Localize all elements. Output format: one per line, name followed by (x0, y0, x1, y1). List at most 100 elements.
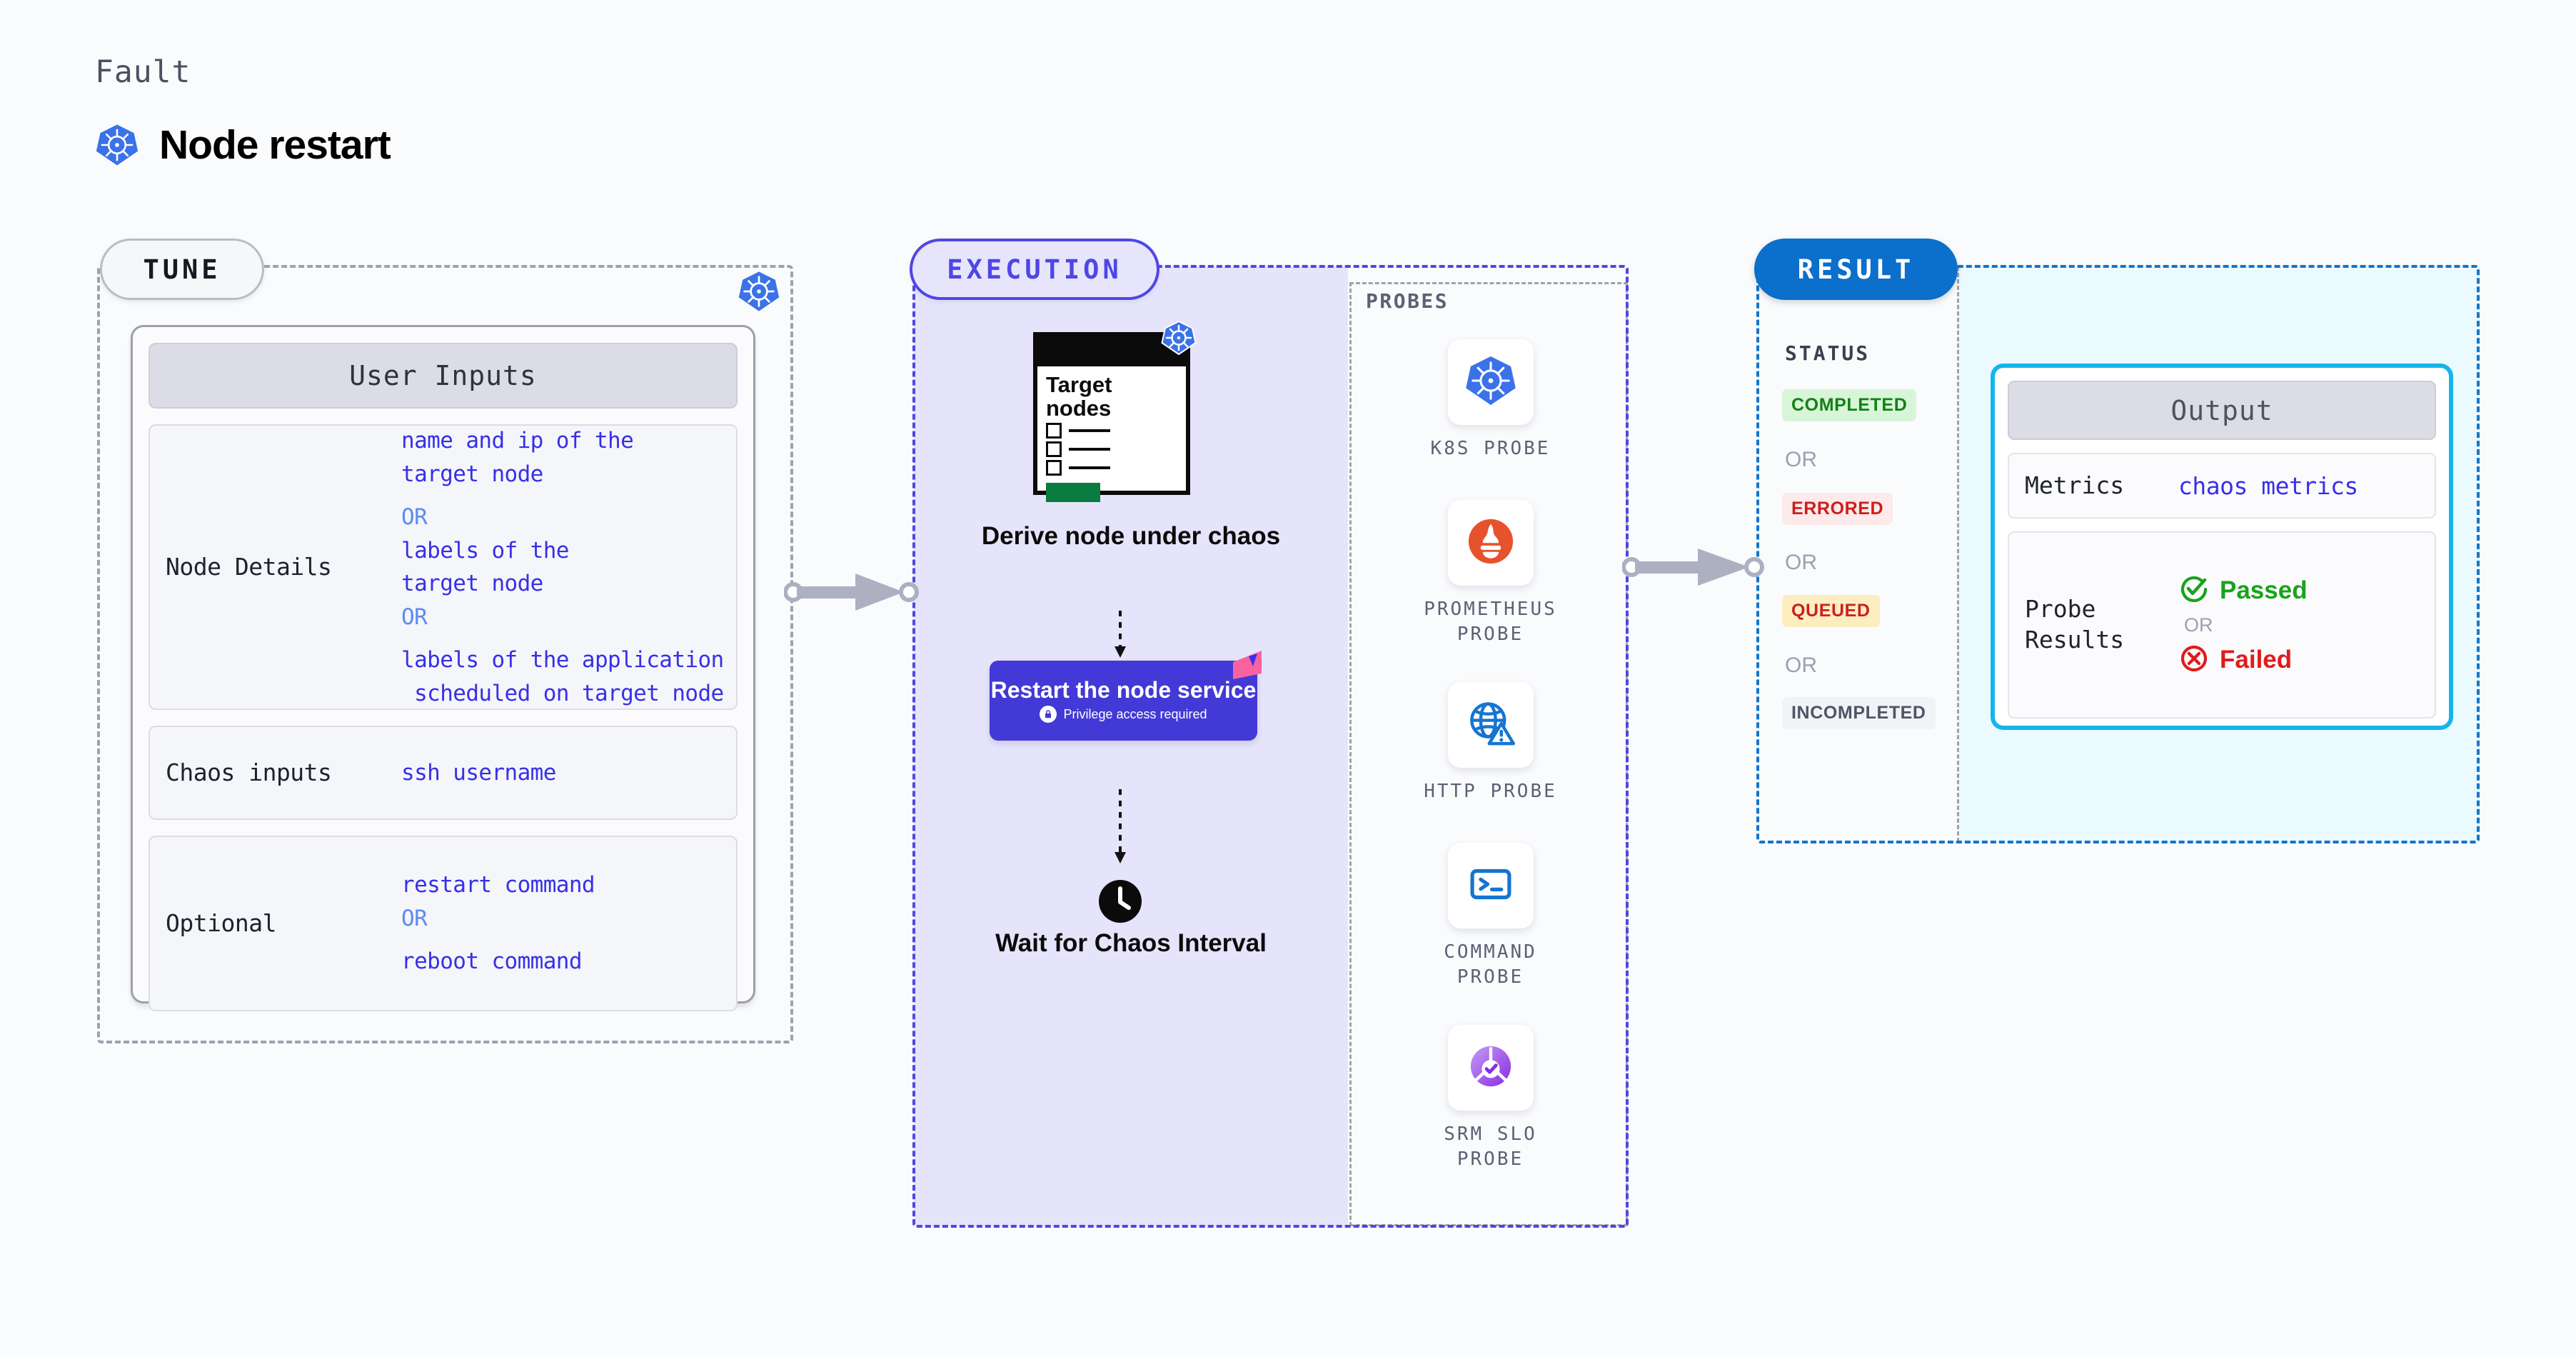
privilege-note-text: Privilege access required (1063, 706, 1207, 721)
input-values: name and ip of the target node OR labels… (401, 424, 724, 710)
status-badge-errored: ERRORED (1782, 493, 1893, 525)
privilege-note: Privilege access required (1040, 706, 1207, 723)
check-circle-icon (2178, 574, 2210, 608)
lock-icon (1040, 706, 1057, 723)
probe-label: SRM SLO PROBE (1444, 1123, 1537, 1171)
or-separator: OR (401, 905, 428, 931)
placeholder-line (1069, 448, 1110, 451)
probes-title: PROBES (1366, 289, 1449, 313)
input-values: ssh username (401, 756, 556, 790)
probe-item-prometheus[interactable]: PROMETHEUS PROBE (1421, 500, 1560, 647)
value-text: restart command (401, 872, 595, 898)
status-badge-completed: COMPLETED (1782, 389, 1917, 421)
user-inputs-title: User Inputs (149, 343, 738, 409)
status-badge-queued: QUEUED (1782, 595, 1880, 627)
user-inputs-card: User Inputs Node Details name and ip of … (131, 325, 755, 1011)
fault-eyebrow: Fault (95, 54, 191, 90)
probe-failed-label: Failed (2220, 645, 2293, 674)
output-row-metrics: Metrics chaos metrics (2008, 453, 2436, 519)
output-value: chaos metrics (2178, 471, 2358, 500)
or-separator: OR (401, 504, 428, 530)
restart-step-title: Restart the node service (990, 676, 1257, 703)
probe-item-http[interactable]: HTTP PROBE (1421, 682, 1560, 804)
checkbox-icon (1046, 441, 1062, 458)
clock-icon (1097, 878, 1143, 927)
probe-label: HTTP PROBE (1424, 781, 1557, 802)
checkbox-icon (1046, 460, 1062, 476)
value-text: labels of the (401, 537, 569, 564)
probe-item-srm-slo[interactable]: SRM SLO PROBE (1421, 1025, 1560, 1172)
kubernetes-icon (1464, 354, 1517, 410)
probe-tile (1447, 1025, 1534, 1111)
probe-result-values: Passed OR Failed (2178, 574, 2308, 677)
probe-passed-label: Passed (2220, 576, 2308, 604)
or-separator: OR (2184, 614, 2213, 636)
target-nodes-title: Target nodes (1037, 366, 1186, 420)
tab-tune[interactable]: TUNE (100, 239, 264, 300)
value-text: name and ip of the (401, 428, 634, 454)
probe-tile (1447, 682, 1534, 768)
globe-warning-icon (1464, 697, 1517, 753)
input-label: Chaos inputs (166, 758, 332, 786)
flag-ribbon-icon (1230, 651, 1264, 685)
status-title: STATUS (1785, 341, 1871, 365)
arrow-execution-to-result (1621, 546, 1765, 591)
execution-section-frame (912, 265, 1629, 1228)
fault-title-row: Node restart (95, 121, 391, 169)
placeholder-line (1069, 466, 1110, 470)
input-values: restart command OR reboot command (401, 868, 595, 978)
title-line-2: nodes (1046, 395, 1112, 421)
probe-item-k8s[interactable]: K8S PROBE (1421, 339, 1560, 461)
derive-node-caption: Derive node under chaos (981, 522, 1281, 550)
probe-label: PROMETHEUS PROBE (1424, 599, 1557, 646)
x-circle-icon (2178, 643, 2210, 677)
or-separator: OR (401, 604, 428, 630)
probe-result-passed: Passed (2178, 574, 2308, 608)
node-list-item (1037, 457, 1186, 476)
flow-connector-2 (1112, 789, 1129, 871)
result-section-frame (1756, 265, 2480, 843)
value-text: labels of the application (401, 647, 724, 673)
selected-node-highlight (1046, 483, 1100, 503)
target-nodes-card: Target nodes (1033, 332, 1190, 503)
card-titlebar (1037, 336, 1186, 366)
input-label: Node Details (166, 552, 332, 581)
wait-chaos-caption: Wait for Chaos Interval (995, 929, 1267, 957)
output-title: Output (2008, 381, 2436, 440)
probe-item-command[interactable]: COMMAND PROBE (1421, 843, 1560, 990)
page-title: Node restart (159, 122, 391, 168)
tab-execution[interactable]: EXECUTION (910, 239, 1159, 300)
node-list-item (1037, 439, 1186, 458)
value-text: reboot command (401, 948, 582, 975)
probe-tile (1447, 843, 1534, 928)
placeholder-line (1069, 429, 1110, 433)
input-row-optional: Optional restart command OR reboot comma… (149, 836, 738, 1011)
prometheus-icon (1464, 515, 1517, 571)
node-list-item (1037, 420, 1186, 439)
or-separator: OR (1785, 448, 1817, 471)
input-label: Optional (166, 908, 276, 937)
input-row-node-details: Node Details name and ip of the target n… (149, 424, 738, 710)
terminal-icon (1464, 858, 1517, 913)
checkbox-icon (1046, 423, 1062, 439)
input-row-chaos-inputs: Chaos inputs ssh username (149, 726, 738, 820)
status-badge-incompleted: INCOMPLETED (1782, 697, 1936, 729)
probe-label: COMMAND PROBE (1444, 941, 1537, 988)
result-status-pane (1758, 266, 1959, 842)
tab-result[interactable]: RESULT (1754, 239, 1958, 300)
arrow-tune-to-execution (783, 571, 920, 616)
probe-tile (1447, 339, 1534, 425)
kubernetes-icon (95, 123, 139, 167)
kubernetes-icon (738, 270, 780, 316)
output-label: Metrics (2025, 471, 2125, 499)
flow-connector-1 (1112, 611, 1129, 665)
restart-node-service-step[interactable]: Restart the node service Privilege acces… (990, 651, 1262, 741)
or-separator: OR (1785, 551, 1817, 574)
probe-tile (1447, 500, 1534, 586)
tune-section-frame (97, 265, 793, 1043)
or-separator: OR (1785, 654, 1817, 677)
srm-slo-icon (1464, 1040, 1517, 1096)
